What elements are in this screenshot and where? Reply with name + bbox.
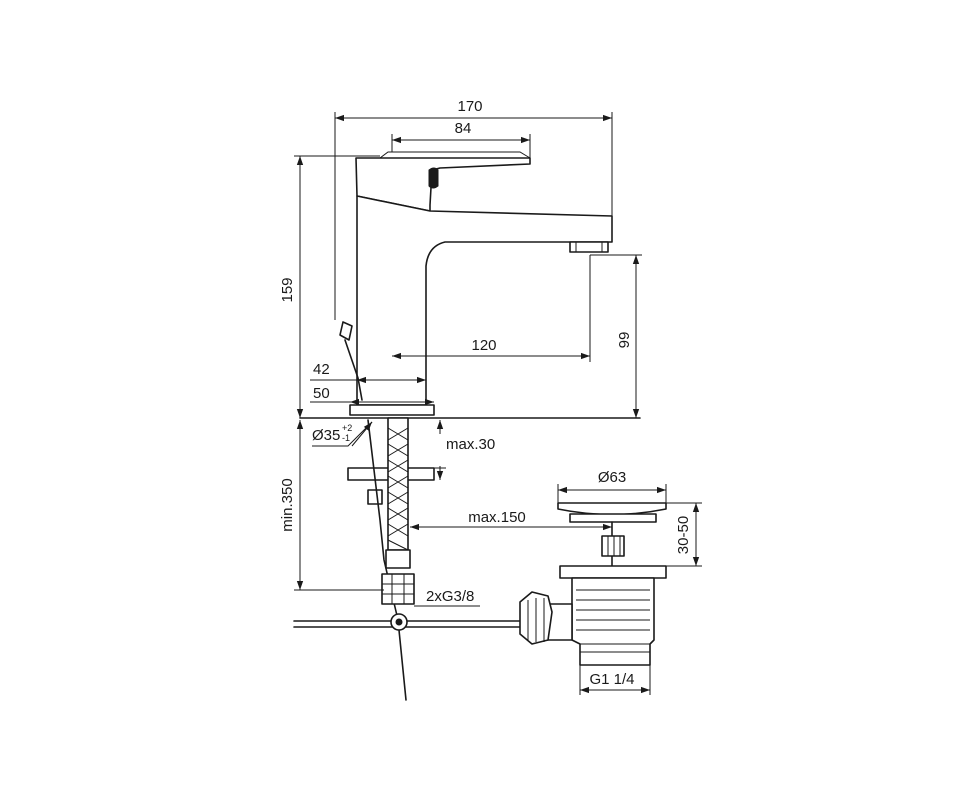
dim-connections: 2xG3/8: [426, 588, 474, 605]
waste-plug: [557, 502, 667, 516]
dim-overall-height: 159: [279, 277, 296, 302]
popup-rod: [293, 613, 525, 631]
dim-hole-tol-lower: -1: [342, 433, 350, 443]
dim-rod-length: max.150: [468, 509, 526, 526]
dim-hose-length: min.350: [279, 478, 296, 531]
dim-overall-width: 170: [457, 98, 482, 115]
dim-spout-reach: 120: [471, 337, 496, 354]
dim-waste-diameter: Ø63: [598, 469, 626, 486]
dim-spout-height: 99: [616, 332, 633, 349]
aerator: [569, 241, 609, 253]
dim-hole-tol-upper: +2: [342, 423, 352, 433]
tap-base: [349, 404, 435, 416]
dim-deck-thickness: max.30: [446, 436, 495, 453]
dim-waste-thread: G1 1/4: [589, 671, 634, 688]
dim-lever-width: 84: [455, 120, 472, 137]
dim-body-width: 42: [313, 361, 330, 378]
dim-hole-diameter: Ø35: [312, 427, 340, 444]
dim-waste-height: 30-50: [675, 516, 692, 554]
supply-hose: [381, 417, 415, 605]
dimension-lines: [294, 112, 702, 695]
dim-base-width: 50: [313, 385, 330, 402]
dimension-labels: 170 84 159 99 120 42 50 Ø35 +2 -1 max.30…: [279, 98, 692, 688]
tap-body: [356, 195, 613, 406]
